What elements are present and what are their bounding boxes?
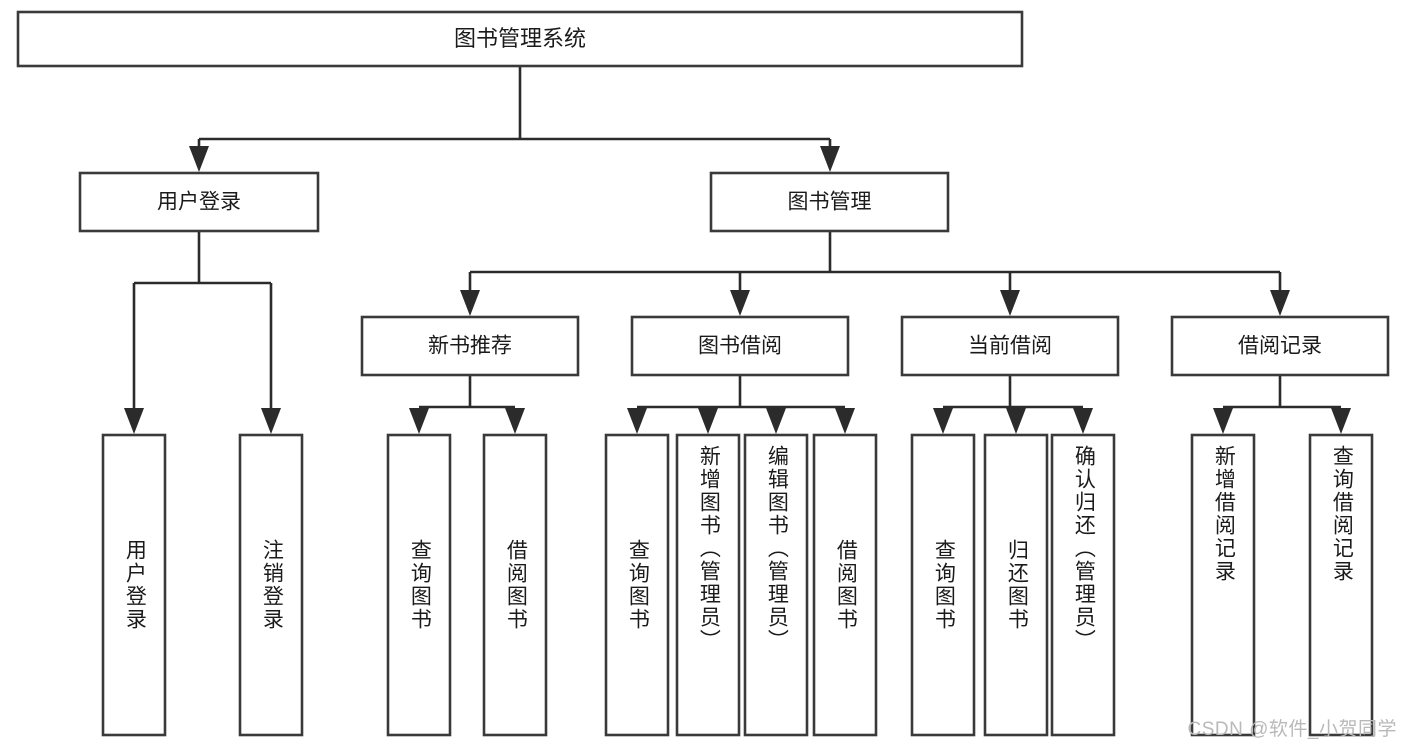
node-box-leaf-add-borrow-record [1190,433,1256,737]
node-leaf-borrow-book-recommend[interactable] [482,433,548,737]
arrow-head-icon [1213,408,1233,434]
arrow-head-icon [627,408,647,434]
node-box-leaf-borrow-book [812,433,878,737]
node-box-leaf-query-borrow-record [1308,433,1374,737]
node-box-leaf-edit-book [743,433,809,737]
node-root[interactable]: 图书管理系统 [16,10,1024,68]
node-user-login[interactable]: 用户登录 [78,171,320,233]
node-leaf-borrow-book[interactable] [812,433,878,737]
node-book-management[interactable]: 图书管理 [709,171,950,233]
arrow-head-icon [835,408,855,434]
arrow-head-icon [820,146,840,172]
node-new-book-recommend[interactable]: 新书推荐 [360,315,580,377]
node-box-leaf-query-book-borrow [604,433,670,737]
arrow-head-icon [698,408,718,434]
node-label-book-management: 图书管理 [788,191,872,214]
node-box-leaf-query-book-current [910,433,976,737]
node-box-new-book-recommend [360,315,580,377]
node-leaf-query-book-current[interactable] [910,433,976,737]
node-label-borrow-record: 借阅记录 [1238,335,1322,358]
arrow-head-icon [124,408,144,434]
node-box-leaf-logout [238,433,304,737]
node-box-book-borrow [630,315,850,377]
arrow-head-icon [730,290,750,316]
node-box-book-management [709,171,950,233]
arrow-head-icon [1006,408,1026,434]
node-current-borrow[interactable]: 当前借阅 [900,315,1120,377]
arrow-head-icon [1000,290,1020,316]
node-leaf-add-book[interactable] [675,433,741,737]
arrow-head-icon [409,408,429,434]
node-label-book-borrow: 图书借阅 [698,335,782,358]
node-box-leaf-query-book-recommend [386,433,452,737]
node-book-borrow[interactable]: 图书借阅 [630,315,850,377]
node-leaf-query-book-borrow[interactable] [604,433,670,737]
node-leaf-query-borrow-record[interactable] [1308,433,1374,737]
node-box-leaf-borrow-book-recommend [482,433,548,737]
arrow-head-icon [933,408,953,434]
node-box-root [16,10,1024,68]
node-label-root: 图书管理系统 [454,26,586,51]
node-leaf-query-book-recommend[interactable] [386,433,452,737]
arrow-head-icon [505,408,525,434]
arrow-head-icon [766,408,786,434]
node-leaf-add-borrow-record[interactable] [1190,433,1256,737]
node-box-leaf-confirm-return [1050,433,1116,737]
arrow-head-icon [189,146,209,172]
node-borrow-record[interactable]: 借阅记录 [1170,315,1390,377]
node-box-leaf-add-book [675,433,741,737]
node-leaf-confirm-return[interactable] [1050,433,1116,737]
watermark: CSDN @软件_小贺同学 [1187,719,1397,740]
node-leaf-edit-book[interactable] [743,433,809,737]
node-leaf-return-book[interactable] [983,433,1049,737]
arrow-head-icon [460,290,480,316]
node-label-new-book-recommend: 新书推荐 [428,335,512,358]
node-box-leaf-return-book [983,433,1049,737]
arrow-head-icon [1331,408,1351,434]
node-leaf-logout[interactable] [238,433,304,737]
node-box-current-borrow [900,315,1120,377]
node-label-user-login: 用户登录 [157,191,241,214]
arrow-head-icon [1270,290,1290,316]
arrow-head-icon [261,408,281,434]
node-label-current-borrow: 当前借阅 [968,335,1052,358]
node-leaf-user-login[interactable] [101,433,167,737]
node-box-user-login [78,171,320,233]
node-box-leaf-user-login [101,433,167,737]
connector-layer [124,66,1351,434]
arrow-head-icon [1073,408,1093,434]
node-box-borrow-record [1170,315,1390,377]
